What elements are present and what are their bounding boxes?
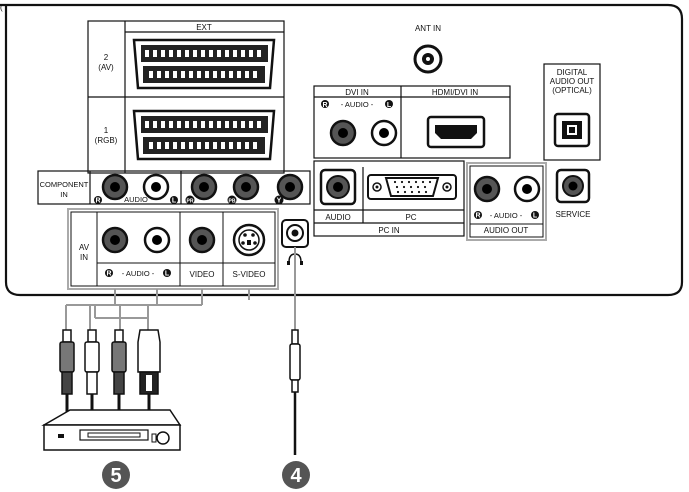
scart2-sub-label: (AV)	[98, 63, 114, 72]
optical-label-line2: AUDIO OUT	[550, 77, 595, 86]
svideo-plug	[137, 329, 161, 412]
av-in-label-line1: AV	[79, 243, 90, 252]
scart1-sub-label: (RGB)	[95, 136, 118, 145]
hdmi-port[interactable]	[426, 115, 486, 149]
av-in-block: AV IN R - AUDIO - L VIDEO S-VIDEO	[67, 208, 279, 290]
audio-out-l-jack[interactable]	[513, 175, 541, 203]
component-pr-jack[interactable]	[190, 173, 218, 201]
ant-in-jack[interactable]	[413, 44, 443, 74]
audio-out-r-badge: R	[475, 213, 480, 220]
component-y-jack[interactable]	[276, 173, 304, 201]
pc-vga-port[interactable]	[367, 174, 457, 200]
optical-label-line3: (OPTICAL)	[552, 86, 592, 95]
rca-plug-white	[84, 329, 100, 412]
av-audio-r-badge: R	[106, 271, 111, 278]
corner-text: (	[0, 3, 3, 12]
audio-out-title: AUDIO OUT	[484, 226, 529, 235]
component-audio-r-badge: R	[95, 198, 100, 205]
audio-out-l-badge: L	[533, 213, 538, 220]
service-port[interactable]	[555, 168, 591, 204]
component-audio-label: AUDIO	[124, 195, 148, 204]
pc-in-title: PC IN	[378, 226, 400, 235]
ant-in-label: ANT IN	[415, 24, 441, 33]
vcr-device	[41, 409, 182, 451]
pc-in-block: AUDIO PC PC IN	[313, 160, 465, 237]
component-y-badge: Y	[277, 198, 282, 205]
component-in-block: COMPONENT IN R AUDIO L PR PB	[37, 170, 311, 205]
dvi-audio-l-jack[interactable]	[370, 119, 398, 147]
component-audio-r-jack[interactable]	[101, 173, 129, 201]
av-cable-bundle	[65, 289, 250, 330]
av-svideo-label: S-VIDEO	[233, 270, 266, 279]
av-audio-l-jack[interactable]	[143, 226, 171, 254]
audio-out-audio-label: - AUDIO -	[490, 211, 523, 220]
component-label-line1: COMPONENT	[40, 180, 89, 189]
dvi-in-label: DVI IN	[345, 88, 369, 97]
optical-port[interactable]	[553, 112, 591, 148]
callout-headphone: 4	[282, 461, 310, 489]
av-video-jack[interactable]	[188, 226, 216, 254]
pc-label: PC	[405, 213, 416, 222]
pc-audio-label: AUDIO	[325, 213, 350, 222]
tv-rear-panel	[0, 3, 684, 297]
audio-out-r-jack[interactable]	[473, 175, 501, 203]
headphone-jack[interactable]	[281, 219, 309, 248]
av-in-label-line2: IN	[80, 253, 88, 262]
rca-plug-yellow	[111, 329, 127, 412]
av-audio-label: - AUDIO -	[122, 269, 155, 278]
component-audio-l-badge: L	[172, 198, 177, 205]
headphone-cable	[289, 247, 301, 455]
av-svideo-port[interactable]	[232, 223, 266, 257]
optical-block: DIGITAL AUDIO OUT (OPTICAL)	[543, 63, 601, 161]
optical-label-line1: DIGITAL	[557, 68, 588, 77]
component-audio-l-jack[interactable]	[142, 173, 170, 201]
scart1-label: 1	[104, 126, 109, 135]
callout-vcr: 5	[102, 461, 130, 489]
av-audio-l-badge: L	[165, 271, 170, 278]
component-label-line2: IN	[60, 190, 68, 199]
rca-plug-red	[59, 329, 75, 412]
av-audio-r-jack[interactable]	[101, 226, 129, 254]
service-label: SERVICE	[556, 210, 591, 219]
pc-audio-jack[interactable]	[319, 168, 357, 206]
hdmi-label: HDMI/DVI IN	[432, 88, 478, 97]
dvi-hdmi-block: DVI IN HDMI/DVI IN R - AUDIO - L	[313, 85, 511, 159]
ext-title: EXT	[196, 23, 212, 32]
component-pr-badge: PR	[187, 199, 194, 205]
callout-vcr-number: 5	[110, 465, 121, 487]
component-pb-jack[interactable]	[232, 173, 260, 201]
scart2-connector[interactable]	[132, 38, 276, 90]
scart1-connector[interactable]	[132, 109, 276, 161]
dvi-audio-label: - AUDIO -	[341, 100, 374, 109]
callout-headphone-number: 4	[290, 465, 302, 487]
dvi-audio-l-badge: L	[387, 102, 392, 109]
component-pb-badge: PB	[229, 199, 236, 205]
dvi-audio-r-badge: R	[322, 102, 327, 109]
ext-scart-block: EXT 2 (AV) 1 (RGB)	[87, 20, 285, 174]
audio-out-block: R - AUDIO - L AUDIO OUT	[466, 162, 547, 241]
scart2-label: 2	[104, 53, 109, 62]
dvi-audio-r-jack[interactable]	[329, 119, 357, 147]
av-video-label: VIDEO	[190, 270, 215, 279]
